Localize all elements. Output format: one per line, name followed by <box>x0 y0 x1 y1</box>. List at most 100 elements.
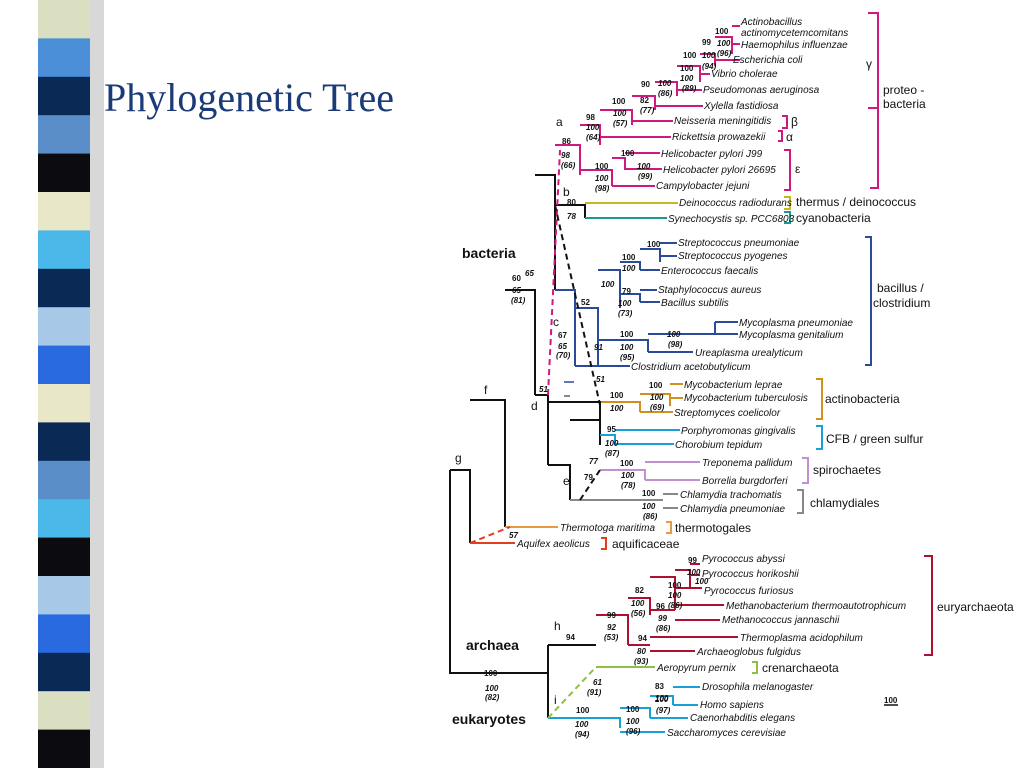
bootstrap-value: (87) <box>605 449 620 458</box>
species-porphyromonas: Porphyromonas gingivalis <box>681 426 796 437</box>
bootstrap-value: 65 <box>525 269 534 278</box>
species-deinococcus: Deinococcus radiodurans <box>679 198 792 209</box>
species-chlamydia-tr: Chlamydia trachomatis <box>680 490 782 501</box>
species-methanococcus: Methanococcus jannaschii <box>722 615 840 626</box>
bootstrap-value: 100 <box>576 706 590 715</box>
species-actinomycetemcomitans: actinomycetemcomitans <box>741 28 848 39</box>
group-bacillus-1: bacillus / <box>877 281 924 295</box>
domain-archaea: archaea <box>466 637 519 653</box>
stripe-block <box>38 614 90 654</box>
bootstrap-value: 61 <box>593 678 602 687</box>
branch-f <box>470 399 506 527</box>
dashed-link-proteo <box>547 149 561 396</box>
scale-label: 100 <box>884 696 898 705</box>
bootstrap-value: (97) <box>656 706 671 715</box>
species-borrelia: Borrelia burgdorferi <box>702 476 788 487</box>
species-homo: Homo sapiens <box>700 700 764 711</box>
bootstrap-value: (96) <box>717 49 732 58</box>
bootstrap-value: 98 <box>586 113 595 122</box>
bootstrap-value: (89) <box>682 84 697 93</box>
species-vibrio: Vibrio cholerae <box>711 69 778 80</box>
eukaryotes-clade <box>548 686 700 733</box>
group-proteo-1: proteo - <box>883 83 924 97</box>
stripe-block <box>38 537 90 577</box>
stripe-block <box>38 499 90 539</box>
species-chlamydia-pn: Chlamydia pneumoniae <box>680 504 786 515</box>
bootstrap-value: (86) <box>658 89 673 98</box>
bootstrap-value: 100 <box>668 591 682 600</box>
species-thermotoga: Thermotoga maritima <box>560 523 655 534</box>
bootstrap-value: 99 <box>702 38 711 47</box>
bootstrap-value: 100 <box>621 471 635 480</box>
bootstrap-value: 100 <box>620 343 634 352</box>
bootstrap-value: 100 <box>637 162 651 171</box>
bootstrap-value: 100 <box>650 393 664 402</box>
bracket-actino <box>816 378 823 420</box>
bracket-thermus <box>784 196 791 210</box>
bootstrap-value: 65 <box>558 342 567 351</box>
group-proteo-2: bacteria <box>883 97 926 111</box>
bootstrap-value: 99 <box>658 614 667 623</box>
species-pyro-horikoshii: Pyrococcus horikoshii <box>702 569 799 580</box>
bootstrap-value: 100 <box>595 174 609 183</box>
bootstrap-value: 86 <box>562 137 571 146</box>
species-xylella: Xylella fastidiosa <box>703 101 779 112</box>
species-myco-pneumoniae: Mycoplasma pneumoniae <box>739 318 853 329</box>
species-streptomyces: Streptomyces coelicolor <box>674 408 781 419</box>
bootstrap-value: (66) <box>561 161 576 170</box>
bootstrap-value: 100 <box>595 162 609 171</box>
group-gamma: γ <box>866 57 872 71</box>
bootstrap-value: (95) <box>620 353 635 362</box>
bootstrap-value: 91 <box>594 343 603 352</box>
bracket-proteobacteria <box>870 12 879 189</box>
firmicutes-clade <box>575 242 738 367</box>
species-pyro-abyssi: Pyrococcus abyssi <box>702 554 786 565</box>
bootstrap-value: 100 <box>695 577 709 586</box>
node-letter-c: c <box>553 315 559 329</box>
bootstrap-value: 90 <box>641 80 650 89</box>
bootstrap-value: 100 <box>655 695 669 704</box>
bracket-cfb <box>816 425 823 450</box>
bootstrap-value: 100 <box>667 330 681 339</box>
bootstrap-value: 99 <box>607 611 616 620</box>
species-caenorhabditis: Caenorhabditis elegans <box>690 713 795 724</box>
bootstrap-value: 57 <box>509 531 518 540</box>
bootstrap-value: (81) <box>511 296 526 305</box>
bootstrap-value: 100 <box>647 240 661 249</box>
bootstrap-value: (77) <box>640 106 655 115</box>
branch-g <box>450 469 471 543</box>
bootstrap-value: 82 <box>635 586 644 595</box>
bootstrap-value: 96 <box>656 602 665 611</box>
group-aquificaceae: aquificaceae <box>612 537 680 551</box>
bootstrap-value: (98) <box>595 184 610 193</box>
stripe-block <box>38 576 90 615</box>
bootstrap-value: (53) <box>604 633 619 642</box>
phylogenetic-tree: Actinobacillus actinomycetemcomitans Hae… <box>449 12 1014 739</box>
group-chlamydiales: chlamydiales <box>810 496 879 510</box>
group-thermotogales: thermotogales <box>675 521 751 535</box>
bootstrap-value: (69) <box>650 403 665 412</box>
species-neisseria: Neisseria meningitidis <box>674 116 771 127</box>
species-hpylori-26695: Helicobacter pylori 26695 <box>663 165 776 176</box>
species-aeropyrum: Aeropyrum pernix <box>656 663 737 674</box>
bootstrap-value: 100 <box>613 109 627 118</box>
bootstrap-value: 100 <box>655 694 669 703</box>
node-letter-d: d <box>531 399 538 413</box>
group-cyano: cyanobacteria <box>796 211 871 225</box>
species-drosophila: Drosophila melanogaster <box>702 682 814 693</box>
species-actinobacillus: Actinobacillus <box>740 17 802 28</box>
species-pyro-furiosus: Pyrococcus furiosus <box>704 586 793 597</box>
species-bacillus: Bacillus subtilis <box>661 298 729 309</box>
bootstrap-value: (57) <box>613 119 628 128</box>
stripe-block <box>38 422 90 462</box>
species-strep-pyogenes: Streptococcus pyogenes <box>678 251 788 262</box>
stripe-block <box>38 0 90 39</box>
bootstrap-value: 82 <box>640 96 649 105</box>
dashed-link-black-1 <box>554 204 601 406</box>
species-synechocystis: Synechocystis sp. PCC6803 <box>668 214 795 225</box>
stripe-block <box>38 691 90 731</box>
bootstrap-value: 94 <box>638 634 647 643</box>
euryarchaeota-clade <box>596 563 738 652</box>
bracket-chlamydia <box>797 489 804 514</box>
bootstrap-value: 79 <box>584 473 593 482</box>
